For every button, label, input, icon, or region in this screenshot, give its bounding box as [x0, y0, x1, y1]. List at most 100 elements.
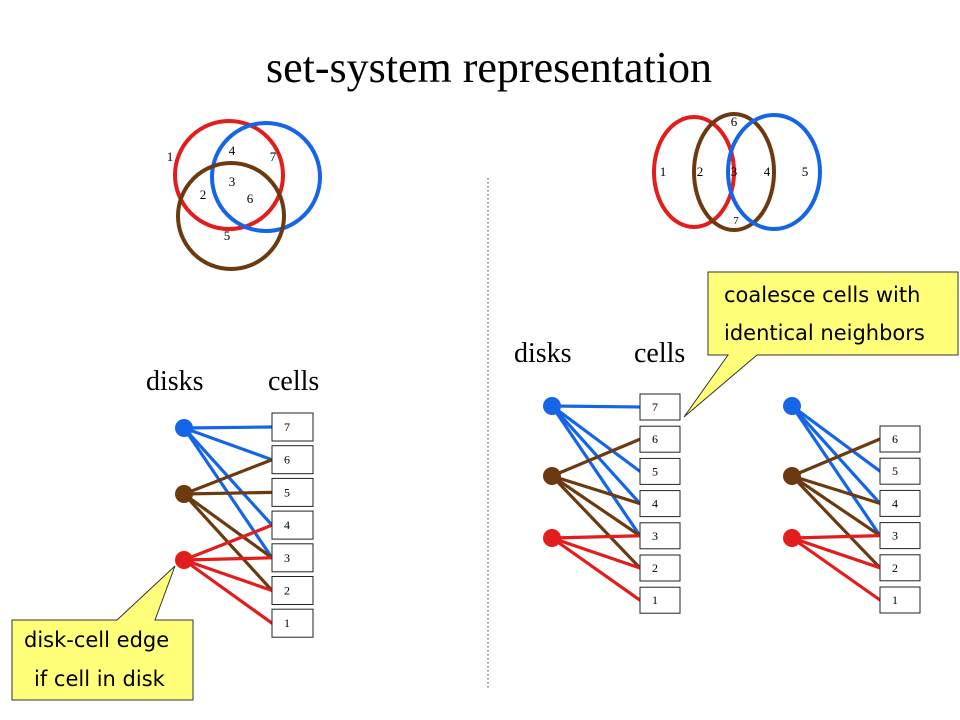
cell-label: 1	[892, 593, 898, 607]
cell-label: 2	[892, 561, 898, 575]
cell-box	[639, 457, 681, 485]
venn-right-label: 5	[802, 164, 809, 179]
callout-edge: disk-cell edge if cell in disk	[11, 565, 194, 701]
cell-label: 3	[652, 529, 658, 543]
cell-box	[639, 490, 681, 518]
disk-cell-edge	[550, 404, 642, 538]
callout-coalesce-line1: coalesce cells with	[724, 283, 920, 307]
cell-label: 6	[284, 453, 290, 467]
cell-box	[271, 576, 314, 605]
cell-box	[271, 608, 314, 638]
disk-cell-edge	[550, 534, 642, 540]
disk-cell-edge	[182, 556, 274, 562]
cell-box	[271, 477, 314, 507]
cell-label: 7	[652, 400, 658, 414]
disk-cell-edge	[790, 533, 882, 540]
cell-box	[879, 554, 921, 582]
venn-right-label: 6	[731, 114, 738, 129]
cell-box	[639, 586, 681, 614]
disk-cell-edge	[790, 474, 882, 505]
cell-label: 4	[892, 496, 898, 510]
venn-right: 6 1 2 3 4 5 7	[652, 112, 822, 232]
header-disks-left: disks	[146, 366, 204, 397]
venn-left-red-circle	[173, 119, 285, 231]
venn-left-label: 5	[224, 228, 231, 243]
disk-cell-edge	[790, 437, 882, 478]
cell-box	[271, 510, 314, 540]
cell-label: 2	[284, 584, 290, 598]
venn-left: 1 4 7 3 2 6 5	[167, 119, 322, 271]
disk-cell-edge	[182, 558, 274, 625]
venn-left-label: 1	[167, 149, 174, 164]
page-title: set-system representation	[266, 43, 712, 92]
disk-node-red	[543, 529, 561, 547]
venn-left-blue-circle	[210, 121, 322, 233]
cell-label: 5	[652, 464, 658, 478]
disk-node-brown	[783, 467, 801, 485]
cell-box	[271, 543, 314, 573]
callout-edge-line2: if cell in disk	[34, 667, 166, 691]
cell-label: 6	[652, 432, 658, 446]
cell-box	[271, 412, 314, 442]
cell-label: 3	[284, 551, 290, 565]
disk-cell-edge	[790, 536, 882, 602]
callout-edge-bubble	[11, 565, 194, 701]
disk-cell-edge	[790, 404, 882, 505]
disk-node-red	[175, 551, 193, 569]
venn-right-label: 3	[731, 164, 738, 179]
disk-cell-edge	[182, 426, 274, 462]
cell-box	[879, 425, 921, 453]
disk-cell-edge	[550, 437, 642, 478]
venn-right-label: 4	[764, 164, 771, 179]
disk-cell-edge	[550, 474, 642, 538]
cell-label: 6	[892, 432, 898, 446]
disk-cell-edge	[550, 536, 642, 570]
venn-left-brown-circle	[176, 161, 286, 271]
disk-node-blue	[543, 397, 561, 415]
cell-label: 2	[652, 561, 658, 575]
disk-cell-edge	[182, 523, 274, 562]
disk-cell-edge	[182, 558, 274, 593]
cell-box	[639, 425, 681, 453]
venn-left-label: 2	[200, 187, 207, 202]
disk-cell-edge	[550, 474, 642, 506]
cell-box	[639, 522, 681, 550]
cell-box	[879, 522, 921, 550]
disk-node-brown	[175, 485, 193, 503]
venn-left-label: 4	[229, 143, 236, 158]
disk-node-blue	[783, 397, 801, 415]
disk-cell-edge	[182, 425, 274, 430]
cell-box	[879, 586, 921, 614]
disk-cell-edge	[550, 404, 642, 473]
disk-cell-edge	[550, 536, 642, 602]
cell-box	[879, 489, 921, 517]
cell-box	[271, 445, 314, 475]
header-cells-left: cells	[268, 366, 319, 397]
disk-cell-edge	[550, 474, 642, 570]
disk-cell-edge	[790, 404, 882, 538]
disk-cell-edge	[182, 490, 274, 496]
cell-label: 4	[652, 497, 658, 511]
disk-cell-edge	[790, 474, 882, 570]
cell-box	[639, 393, 681, 421]
venn-right-red-ellipse	[652, 115, 736, 229]
disk-cell-edge	[550, 404, 642, 506]
disk-cell-edge	[790, 474, 882, 538]
callout-edge-line1: disk-cell edge	[24, 628, 169, 652]
callout-coalesce-bubble	[683, 271, 959, 418]
cell-label: 7	[284, 420, 290, 434]
callout-coalesce-line2: identical neighbors	[724, 321, 925, 345]
disk-cell-edge	[182, 458, 274, 496]
cell-box	[639, 554, 681, 582]
disk-node-red	[783, 529, 801, 547]
disk-cell-edge	[182, 492, 274, 560]
venn-right-brown-ellipse	[692, 112, 776, 232]
venn-right-label: 7	[733, 215, 739, 227]
cell-label: 5	[284, 485, 290, 499]
disk-node-brown	[543, 467, 561, 485]
venn-right-label: 1	[660, 164, 667, 179]
